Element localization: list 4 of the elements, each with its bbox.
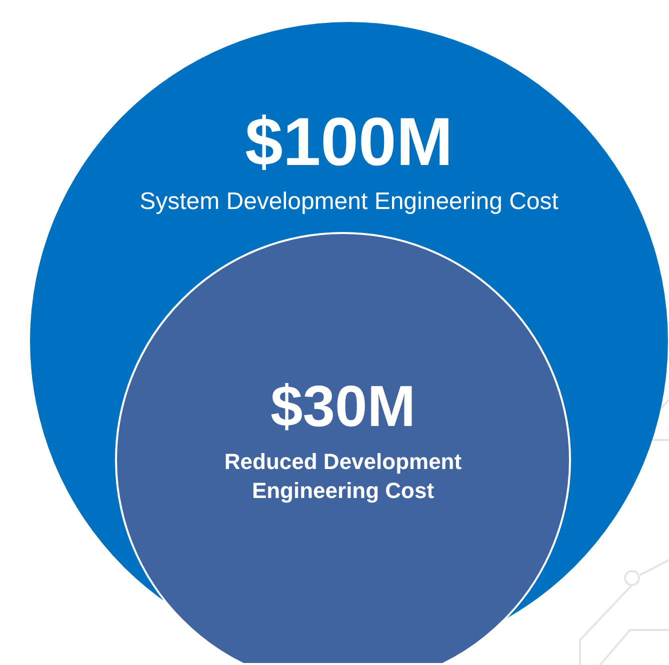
amount-heading: $30M xyxy=(269,373,417,441)
description-text: Reduced Development Engineering Cost xyxy=(223,448,463,505)
amount-heading: $100M xyxy=(244,103,454,182)
description-text: System Development Engineering Cost xyxy=(139,188,559,216)
